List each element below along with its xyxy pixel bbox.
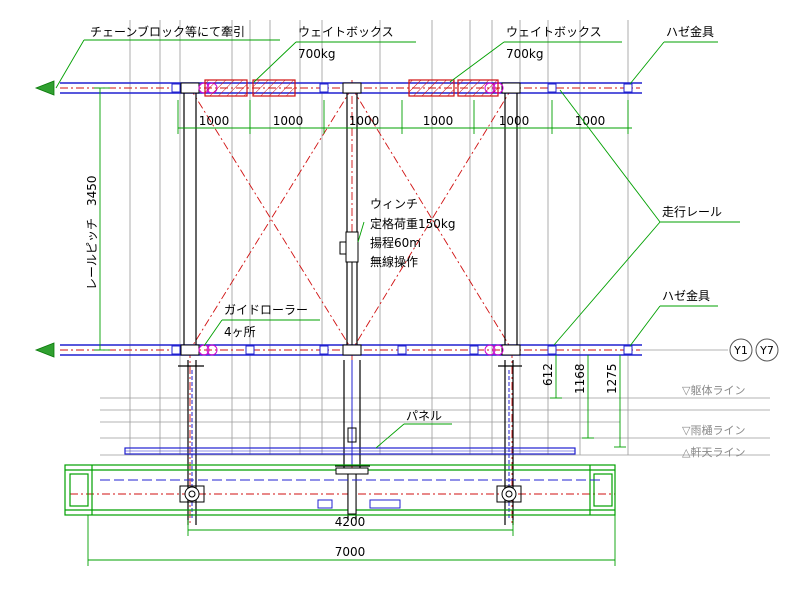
spacing-2: 1000 (273, 114, 304, 128)
dim-4200: 4200 (335, 515, 366, 529)
weight-box-1-mass: 700kg (298, 47, 335, 61)
rail-clips (171, 83, 633, 355)
grid-mark-y1: Y1 (733, 344, 748, 357)
dim-612: 612 (541, 363, 555, 386)
right-dimension-lines (550, 355, 626, 448)
hazekanagu-bottom-label: ハゼ金具 (662, 288, 710, 303)
bracing-lines (60, 80, 640, 525)
hazekanagu-top-label: ハゼ金具 (666, 24, 714, 39)
weight-box-left (204, 79, 296, 97)
winch-control: 無線操作 (370, 254, 418, 269)
spacing-6: 1000 (575, 114, 606, 128)
bottom-dimension-lines (87, 515, 616, 566)
dim-1275: 1275 (605, 363, 619, 394)
leader-lines (55, 39, 740, 449)
guide-roller-label: ガイドローラー (224, 303, 308, 317)
panel-label: パネル (406, 409, 442, 423)
winch (339, 231, 359, 345)
travel-rail-label: 走行レール (662, 205, 722, 219)
winch-title: ウィンチ (370, 197, 418, 211)
rail-pitch-dimension (94, 87, 110, 351)
grid-mark-y7: Y7 (759, 344, 774, 357)
panel (124, 447, 576, 455)
grid-marks (729, 338, 779, 362)
base-frame-parts (179, 467, 522, 515)
spacing-4: 1000 (423, 114, 454, 128)
winch-load: 定格荷重150kg (370, 216, 455, 231)
weight-box-2-mass: 700kg (506, 47, 543, 61)
level-amadoi-line: ▽雨樋ライン (682, 423, 745, 437)
spacing-3: 1000 (349, 114, 380, 128)
winch-lift: 揚程60m (370, 235, 421, 250)
rail-pitch-label: レールピッチ 3450 (85, 175, 99, 290)
guide-roller-count: 4ヶ所 (224, 325, 256, 339)
weight-box-right (408, 79, 499, 97)
spacing-5: 1000 (499, 114, 530, 128)
chain-block-label: チェーンブロック等にて牽引 (90, 24, 245, 39)
base-blue-parts (100, 479, 600, 509)
weight-box-2-label: ウェイトボックス (506, 25, 602, 39)
top-dimension-lines (177, 100, 632, 134)
level-kutai-line: ▽躯体ライン (682, 383, 745, 397)
weight-box-1-label: ウェイトボックス (298, 25, 394, 39)
tow-arrow-top (34, 80, 55, 96)
dim-7000: 7000 (335, 545, 366, 559)
tow-arrow-bottom (34, 342, 55, 358)
level-nokiten-line: △軒天ライン (682, 446, 745, 459)
spacing-1: 1000 (199, 114, 230, 128)
winch-hook (347, 427, 357, 443)
dim-1168: 1168 (573, 363, 587, 394)
